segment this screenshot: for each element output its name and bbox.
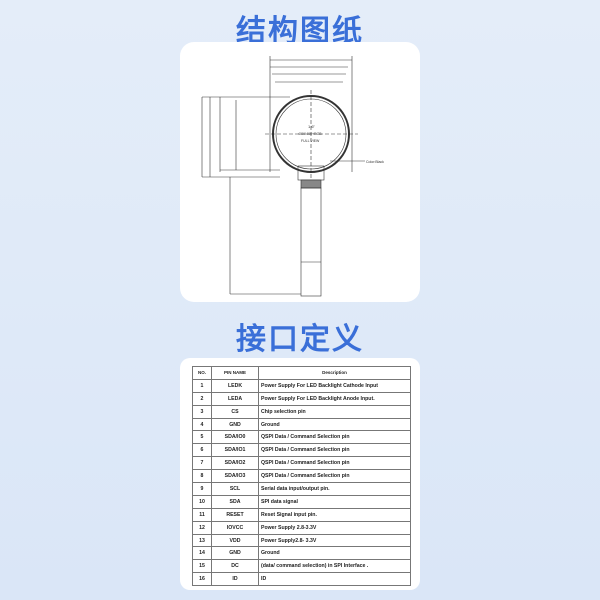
pin-description: Ground [258, 417, 411, 432]
pin-name: ID [211, 572, 259, 587]
pin-number: 7 [192, 456, 212, 471]
pin-description: (data/ command selection) in SPI Interfa… [258, 559, 411, 574]
pin-name: LEDK [211, 378, 259, 393]
header-no: NO. [192, 366, 212, 380]
header-description: Description [258, 366, 411, 380]
header-pin-name: PIN NAME [211, 366, 259, 380]
structure-drawing: 1.6" 400X400+RGB FULL VIEW Color:Black [201, 56, 384, 297]
pin-description: SPI data signal [258, 494, 411, 509]
pin-number: 13 [192, 533, 212, 548]
pin-name: LEDA [211, 391, 259, 406]
view-label: FULL VIEW [301, 139, 320, 143]
pin-description: Power Supply2.8- 3.3V [258, 533, 411, 548]
pin-description: Ground [258, 546, 411, 561]
pin-number: 4 [192, 417, 212, 432]
pin-description: Power Supply For LED Backlight Cathode I… [258, 378, 411, 393]
pin-description: QSPI Data / Command Selection pin [258, 443, 411, 458]
pin-number: 12 [192, 520, 212, 535]
structure-drawing-card: 1.6" 400X400+RGB FULL VIEW Color:Black [180, 42, 420, 302]
interface-title: 接口定义 [236, 322, 364, 357]
pin-description: Power Supply 2.8-3.3V [258, 520, 411, 535]
pin-number: 16 [192, 572, 212, 587]
size-label: 1.6" [308, 124, 316, 129]
pin-name: VDD [211, 533, 259, 548]
pin-number: 10 [192, 494, 212, 509]
pin-number: 9 [192, 482, 212, 496]
pin-name: SDA/IO2 [211, 456, 259, 471]
pin-name: SCL [211, 482, 259, 496]
pin-number: 11 [192, 507, 212, 522]
pin-number: 6 [192, 443, 212, 458]
pin-number: 15 [192, 559, 212, 574]
pin-name: IOVCC [211, 520, 259, 535]
pin-name: GND [211, 546, 259, 561]
pin-description: Chip selection pin [258, 404, 411, 419]
pin-number: 2 [192, 391, 212, 406]
pin-name: GND [211, 417, 259, 432]
pin-name: CS [211, 404, 259, 419]
color-label: Color:Black [366, 160, 384, 164]
pin-number: 1 [192, 378, 212, 393]
pin-description: Reset Signal input pin. [258, 507, 411, 522]
pin-description: QSPI Data / Command Selection pin [258, 469, 411, 484]
pin-name: SDA/IO3 [211, 469, 259, 484]
pin-description: QSPI Data / Command Selection pin [258, 456, 411, 471]
pin-number: 5 [192, 430, 212, 445]
pin-name: SDA [211, 494, 259, 509]
pin-description: Serial data input/output pin. [258, 482, 411, 496]
pin-number: 3 [192, 404, 212, 419]
pin-description: QSPI Data / Command Selection pin [258, 430, 411, 445]
pin-name: SDA/IO0 [211, 430, 259, 445]
resolution-label: 400X400+RGB [298, 132, 322, 136]
pin-description: Power Supply For LED Backlight Anode Inp… [258, 391, 411, 406]
pin-name: DC [211, 559, 259, 574]
pin-name: SDA/IO1 [211, 443, 259, 458]
pin-description: ID [258, 572, 411, 587]
pin-name: RESET [211, 507, 259, 522]
pin-number: 8 [192, 469, 212, 484]
pin-number: 14 [192, 546, 212, 561]
